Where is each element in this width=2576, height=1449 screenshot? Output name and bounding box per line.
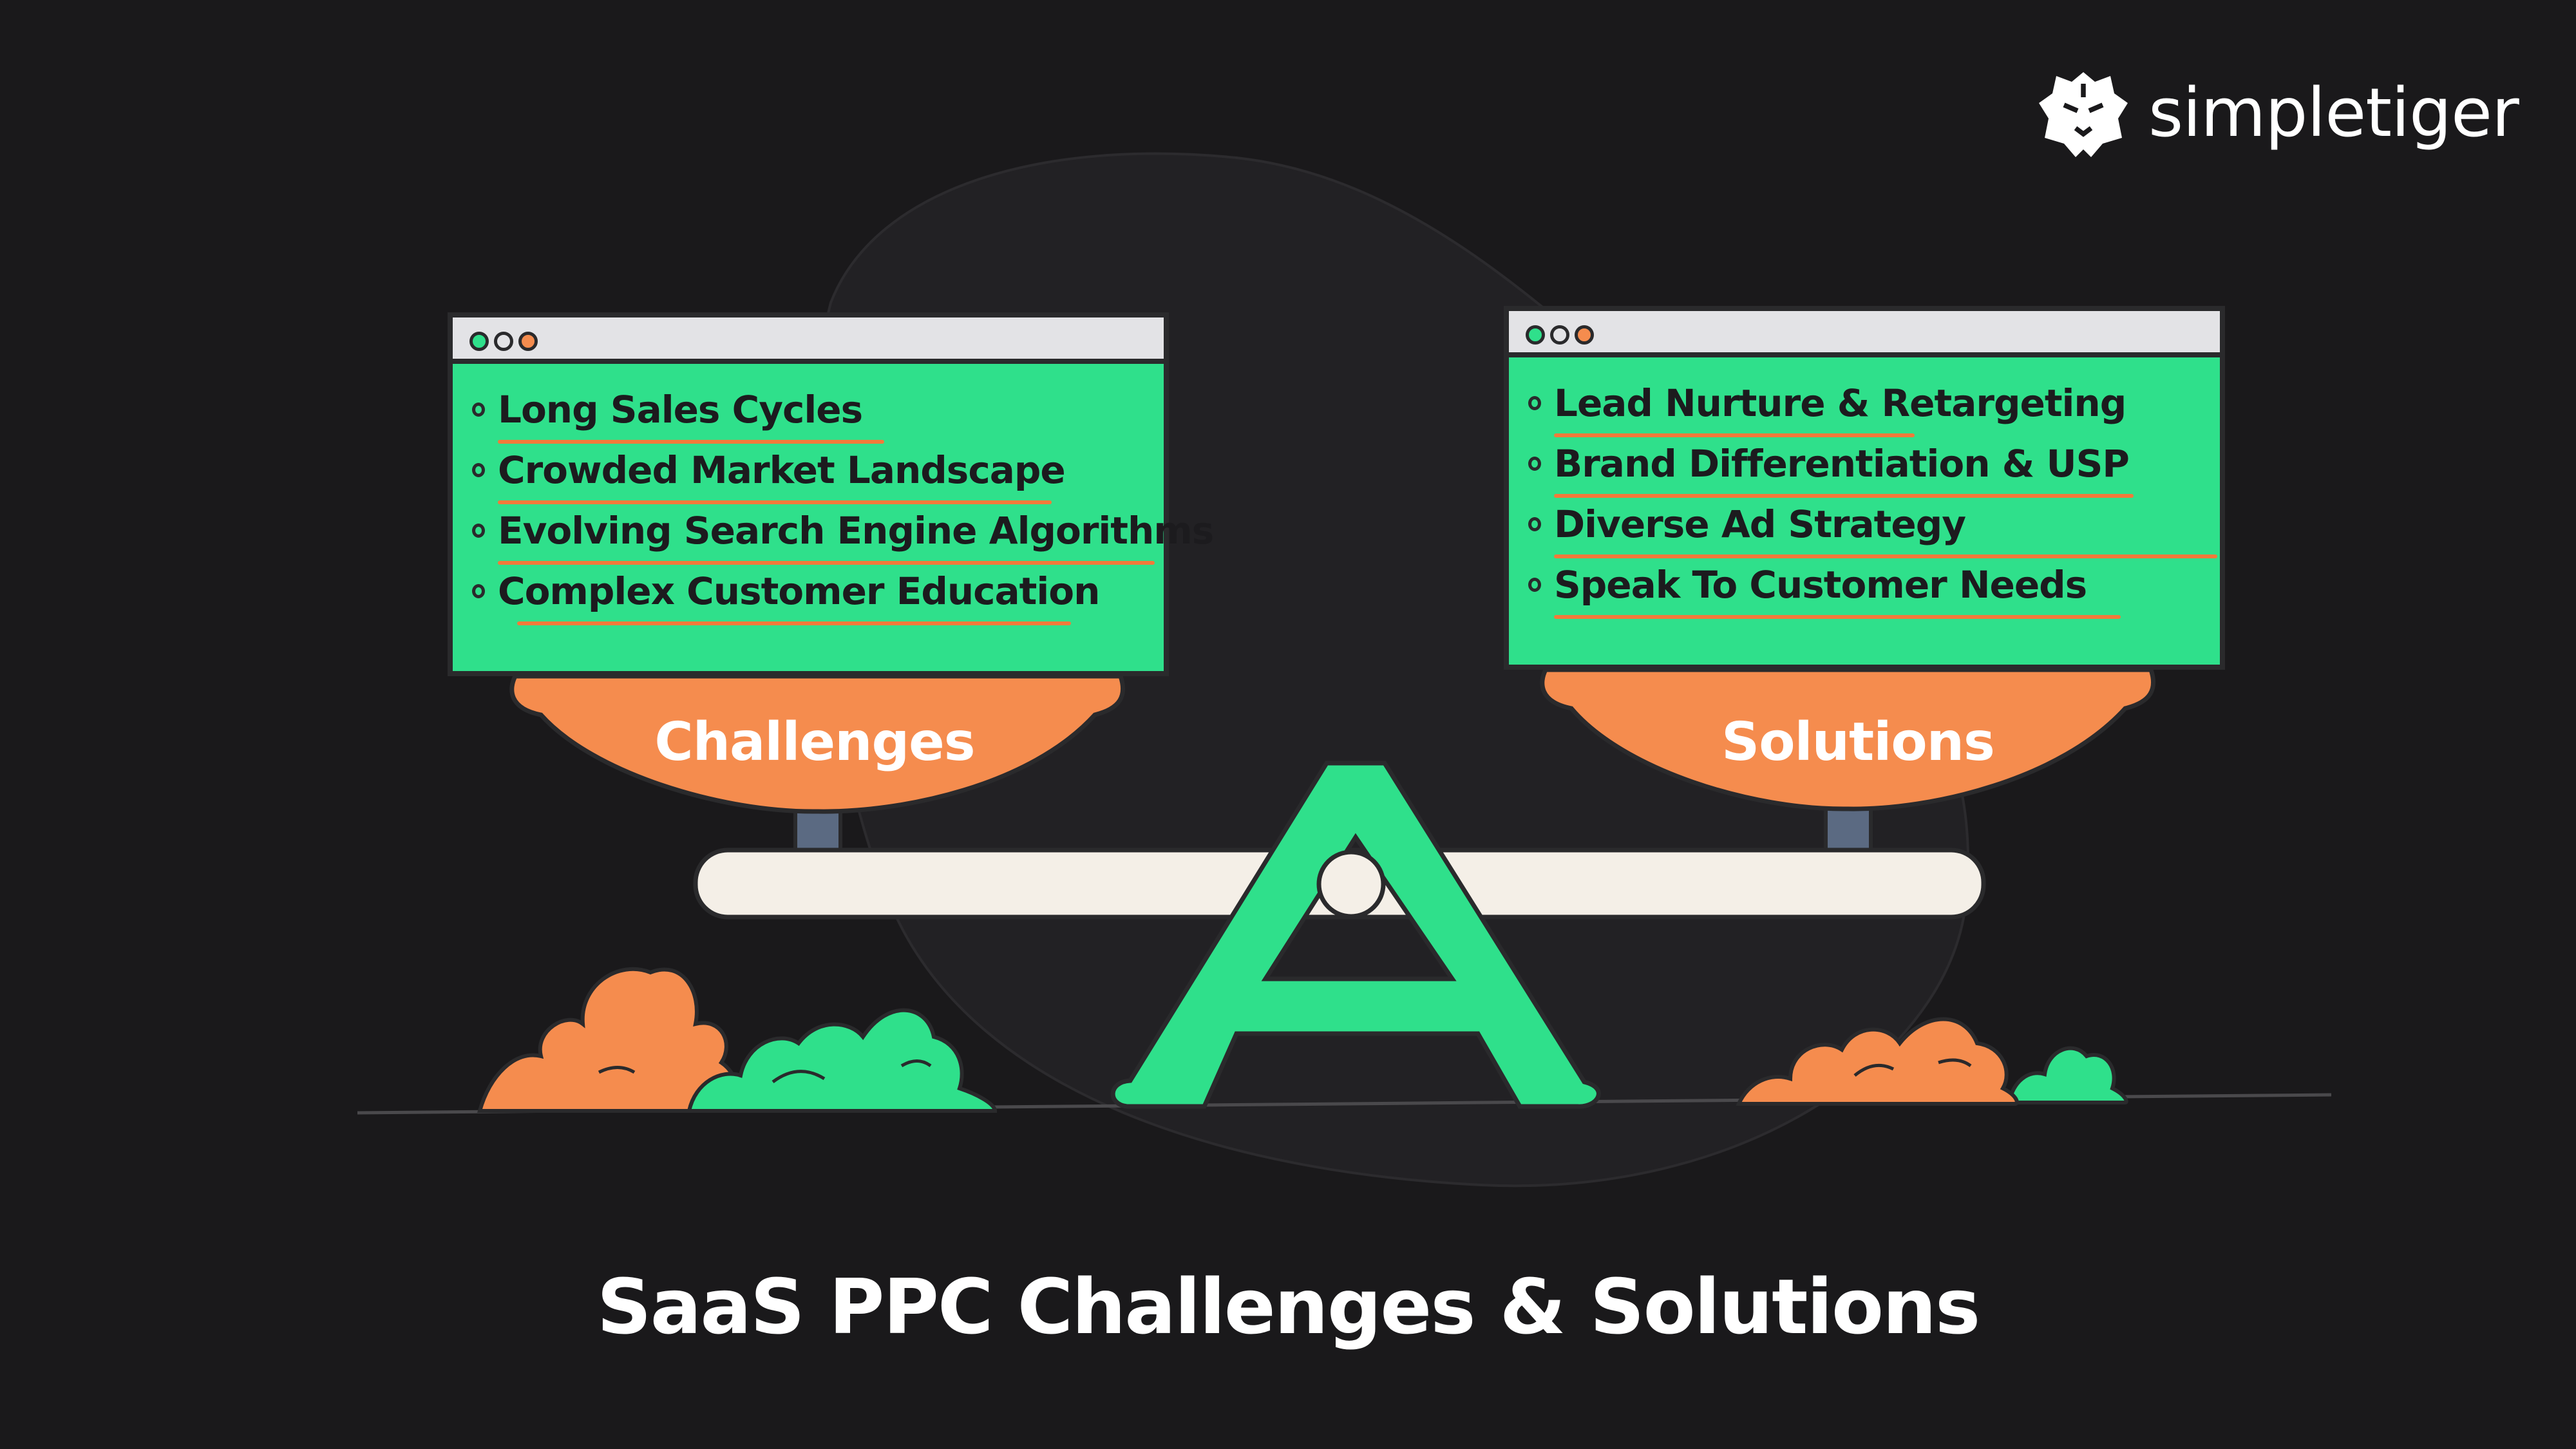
- list-item-text: Brand Differentiation & USP: [1554, 442, 2130, 486]
- list-item-text: Diverse Ad Strategy: [1554, 502, 1966, 546]
- list-item: Long Sales Cycles: [472, 387, 1151, 448]
- window-dot-white-icon: [494, 332, 513, 351]
- bullet-icon: [472, 584, 485, 598]
- list-item: Lead Nurture & Retargeting: [1528, 381, 2207, 441]
- bullet-icon: [1528, 396, 1541, 410]
- pivot-circle: [1316, 849, 1386, 919]
- list-item-text: Lead Nurture & Retargeting: [1554, 381, 2126, 425]
- solutions-list: Lead Nurture & Retargeting Brand Differe…: [1528, 381, 2217, 623]
- fulcrum: [1110, 761, 1601, 1109]
- list-item-text: Crowded Market Landscape: [498, 448, 1066, 492]
- underline: [517, 621, 1071, 625]
- brand: simpletiger: [2035, 61, 2519, 164]
- list-item: Brand Differentiation & USP: [1528, 441, 2207, 502]
- list-item-text: Speak To Customer Needs: [1554, 563, 2087, 607]
- right-pan: [1540, 667, 2156, 811]
- list-item: Evolving Search Engine Algorithms: [472, 508, 1214, 569]
- list-item: Complex Customer Education: [472, 569, 1151, 629]
- window-titlebar: [453, 317, 1164, 364]
- bullet-icon: [1528, 578, 1541, 592]
- solutions-panel: Lead Nurture & Retargeting Brand Differe…: [1504, 306, 2225, 670]
- page-title: SaaS PPC Challenges & Solutions: [596, 1262, 1981, 1351]
- bullet-icon: [1528, 517, 1541, 531]
- brand-name: simpletiger: [2148, 73, 2519, 152]
- underline: [1554, 494, 2134, 498]
- window-titlebar: [1509, 311, 2220, 357]
- underline: [498, 440, 884, 444]
- solutions-label: Solutions: [1721, 712, 1995, 773]
- list-item-text: Evolving Search Engine Algorithms: [498, 509, 1214, 553]
- underline: [1554, 433, 1915, 437]
- bullet-icon: [472, 524, 485, 538]
- bullet-icon: [472, 402, 485, 417]
- underline: [498, 561, 1155, 565]
- window-dot-orange-icon: [518, 332, 538, 351]
- window-dot-green-icon: [469, 332, 489, 351]
- challenges-list: Long Sales Cycles Crowded Market Landsca…: [472, 387, 1214, 629]
- window-dot-green-icon: [1526, 325, 1545, 345]
- underline: [498, 500, 1052, 504]
- underline: [1554, 554, 2217, 558]
- left-pan: [509, 674, 1126, 814]
- list-item-text: Complex Customer Education: [498, 569, 1100, 613]
- orange-bush-left: [477, 967, 740, 1113]
- list-item-text: Long Sales Cycles: [498, 388, 863, 431]
- underline: [1554, 615, 2121, 619]
- challenges-label: Challenges: [654, 712, 975, 773]
- green-bush-left: [687, 1008, 998, 1113]
- window-dot-orange-icon: [1575, 325, 1594, 345]
- list-item: Crowded Market Landscape: [472, 448, 1151, 508]
- list-item: Speak To Customer Needs: [1528, 562, 2207, 623]
- green-bush-right: [2007, 1046, 2128, 1104]
- tiger-head-icon: [2039, 72, 2128, 157]
- bullet-icon: [1528, 457, 1541, 471]
- list-item: Diverse Ad Strategy: [1528, 502, 2217, 562]
- bullet-icon: [472, 463, 485, 477]
- orange-bush-right: [1736, 1017, 2019, 1106]
- window-dot-white-icon: [1550, 325, 1569, 345]
- challenges-panel: Long Sales Cycles Crowded Market Landsca…: [448, 312, 1214, 676]
